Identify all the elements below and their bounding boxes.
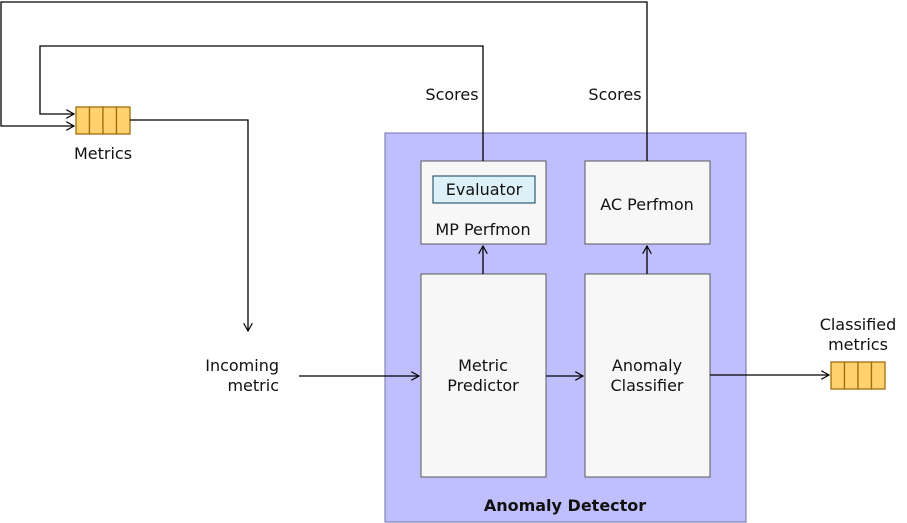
classified-metrics-queue: [830, 361, 886, 390]
metrics-queue-label: Metrics: [74, 144, 132, 163]
ac-scores-label: Scores: [588, 85, 641, 104]
anomaly-classifier-label-line2: Classifier: [610, 376, 683, 395]
metric-predictor-label-line1: Metric: [458, 356, 508, 375]
anomaly-classifier-label-line1: Anomaly: [612, 356, 682, 375]
ac-perfmon-label: AC Perfmon: [600, 195, 694, 214]
queue-to-incoming-arrow: [130, 119, 248, 331]
mp-scores-label: Scores: [425, 85, 478, 104]
classified-metrics-label-line2: metrics: [828, 335, 888, 354]
metric-predictor-box: [420, 273, 547, 478]
classified-metrics-label-line1: Classified: [820, 315, 897, 334]
anomaly-classifier-box: [584, 273, 711, 478]
anomaly-detector-label: Anomaly Detector: [484, 496, 646, 515]
ac-scores-feedback-arrow: [0, 1, 648, 161]
ac-perfmon-box: [584, 160, 711, 245]
evaluator-label: Evaluator: [446, 180, 523, 199]
mp-perfmon-label: MP Perfmon: [435, 220, 530, 239]
mp-scores-feedback-arrow: [39, 45, 484, 161]
metrics-queue: [75, 106, 131, 135]
incoming-metric-label-line1: Incoming: [205, 356, 279, 375]
incoming-metric-label-line2: metric: [227, 376, 279, 395]
metric-predictor-label-line2: Predictor: [447, 376, 519, 395]
evaluator-box: [432, 175, 536, 204]
